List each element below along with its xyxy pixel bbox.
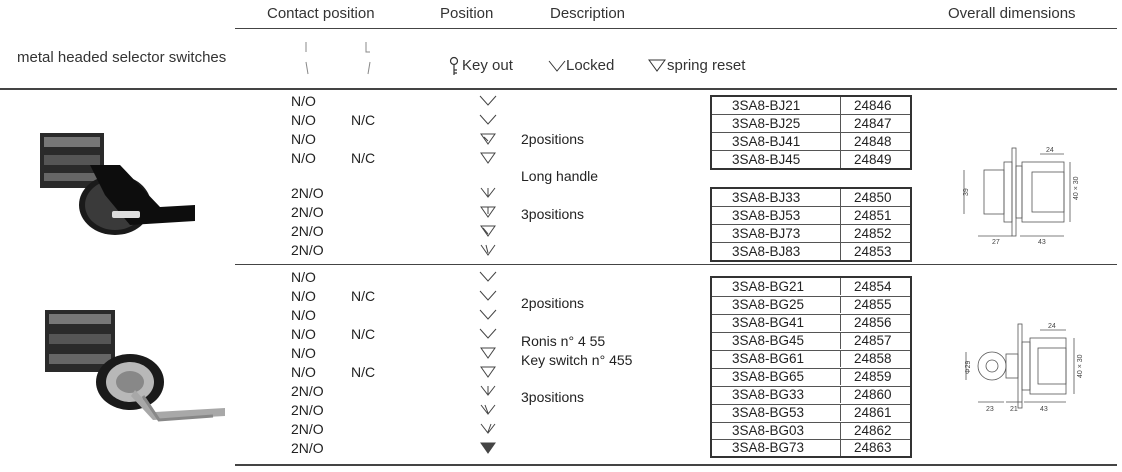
position-symbols-1 (479, 95, 497, 256)
dimension-drawing-2: Φ29 40 × 30 24 23 21 43 (965, 323, 1084, 413)
contact-row: N/O (291, 93, 316, 109)
svg-text:21: 21 (1010, 406, 1018, 413)
svg-text:24: 24 (1048, 323, 1056, 330)
desc-key-switch: Key switch n° 455 (521, 352, 633, 368)
locked-label: Locked (566, 57, 615, 74)
subheader-rule (0, 88, 1117, 90)
contact-row: 2N/O (291, 204, 324, 220)
svg-text:40 × 30: 40 × 30 (1077, 354, 1084, 378)
desc-2positions: 2positions (521, 295, 585, 311)
position-symbols-2 (479, 271, 497, 454)
dimension-drawing-1: 39 40 × 30 24 27 43 (963, 147, 1080, 246)
key-switch-photo (45, 310, 225, 422)
contact-symbol-icon (305, 42, 371, 75)
category-label: metal headed selector switches (17, 49, 227, 66)
svg-text:24: 24 (1046, 147, 1054, 154)
header-overall-dimensions: Overall dimensions (948, 5, 1076, 22)
spring-reset-label: spring reset (667, 57, 746, 74)
contact-row: N/O (291, 269, 316, 285)
section-divider (235, 264, 1117, 265)
svg-text:39: 39 (963, 188, 970, 196)
contact-row: 2N/O (291, 440, 324, 456)
header-contact-position: Contact position (267, 5, 375, 22)
key-out-label: Key out (462, 57, 513, 74)
selector-switch-photo (40, 133, 195, 235)
contact-row: 2N/O (291, 402, 324, 418)
svg-text:23: 23 (986, 406, 994, 413)
svg-text:43: 43 (1038, 239, 1046, 246)
bottom-rule (235, 464, 1117, 466)
svg-text:40 × 30: 40 × 30 (1073, 176, 1080, 200)
locked-icon (548, 60, 566, 72)
desc-3positions: 3positions (521, 206, 585, 222)
desc-3positions: 3positions (521, 389, 585, 405)
contact-row: 2N/O (291, 383, 324, 399)
spring-reset-icon (648, 59, 666, 72)
desc-long-handle: Long handle (521, 168, 599, 184)
svg-text:Φ29: Φ29 (965, 361, 972, 374)
key-out-icon (449, 56, 459, 75)
contact-row: N/O (291, 131, 316, 147)
contact-row: 2N/O (291, 242, 324, 258)
header-rule (235, 28, 1117, 29)
contact-row: N/O (291, 307, 316, 323)
svg-text:27: 27 (992, 239, 1000, 246)
desc-ronis: Ronis n° 4 55 (521, 333, 606, 349)
header-position: Position (440, 5, 494, 22)
contact-row: 2N/O (291, 421, 324, 437)
contact-row: 2N/O (291, 185, 324, 201)
contact-row: 2N/O (291, 223, 324, 239)
header-description: Description (550, 5, 626, 22)
desc-2positions: 2positions (521, 131, 585, 147)
contact-row: N/O (291, 345, 316, 361)
svg-text:43: 43 (1040, 406, 1048, 413)
